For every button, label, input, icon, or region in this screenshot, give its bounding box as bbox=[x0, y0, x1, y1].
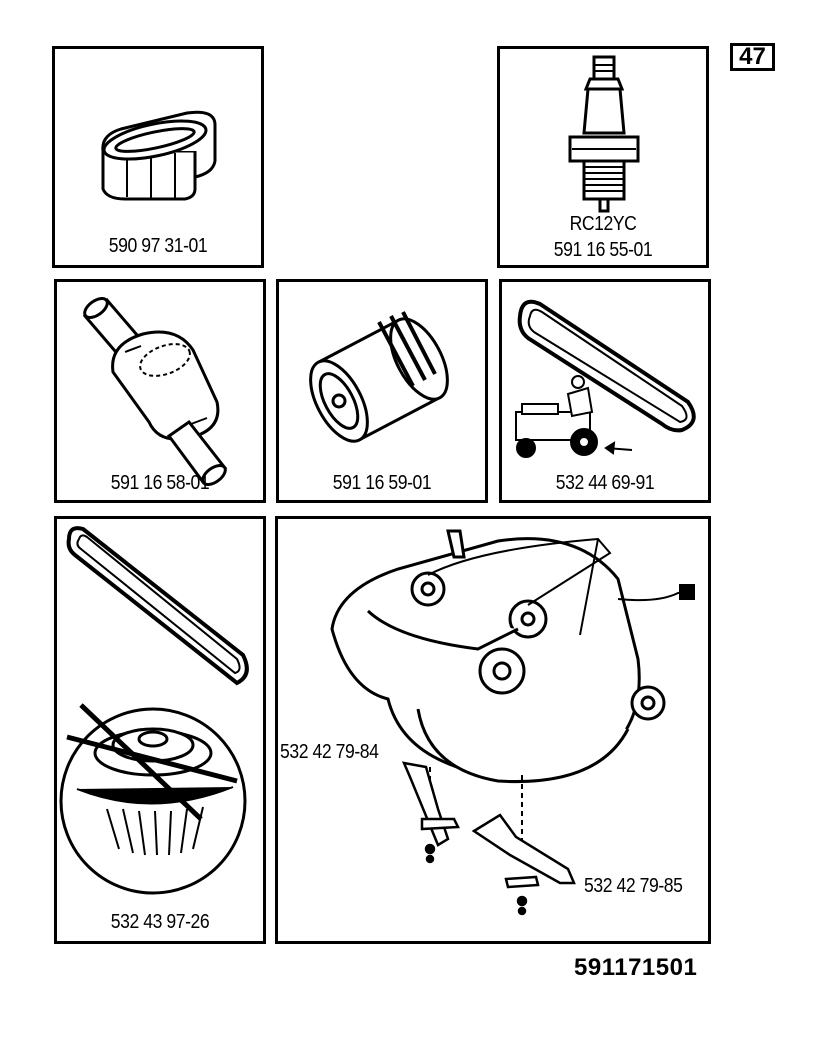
belt-pulley-icon bbox=[59, 526, 249, 895]
part-number-label: 591 16 55-01 bbox=[553, 239, 653, 261]
part-number-label: 591 16 58-01 bbox=[110, 472, 210, 494]
part-number-label: 532 44 69-91 bbox=[555, 472, 655, 494]
part-box-air-filter: 590 97 31-01 bbox=[52, 46, 264, 268]
blade-left-icon bbox=[401, 761, 460, 864]
part-box-mower-deck: 532 42 79-84 532 42 79-85 bbox=[275, 516, 711, 944]
oil-filter-icon bbox=[309, 311, 449, 443]
part-box-drive-belt: 532 44 69-91 bbox=[499, 279, 711, 503]
part-box-fuel-filter: 591 16 58-01 bbox=[54, 279, 266, 503]
blade-right-part-number: 532 42 79-85 bbox=[584, 875, 683, 897]
part-box-oil-filter: 591 16 59-01 bbox=[276, 279, 488, 503]
page-number-badge: 47 bbox=[730, 43, 775, 71]
air-filter-icon bbox=[101, 110, 217, 201]
spark-plug-icon bbox=[568, 55, 640, 213]
fuel-filter-icon bbox=[82, 296, 228, 487]
document-number: 591171501 bbox=[574, 954, 698, 981]
part-number-label: 591 16 59-01 bbox=[332, 472, 432, 494]
part-box-deck-belt-pulley: 532 43 97-26 bbox=[54, 516, 266, 944]
spark-plug-type-label: RC12YC bbox=[569, 213, 637, 235]
blade-right-icon bbox=[471, 813, 576, 916]
part-box-spark-plug: RC12YC 591 16 55-01 bbox=[497, 46, 709, 268]
tractor-icon bbox=[515, 375, 598, 458]
drive-belt-icon bbox=[515, 299, 696, 458]
part-number-label: 590 97 31-01 bbox=[108, 235, 208, 257]
mower-deck-icon bbox=[330, 529, 695, 916]
part-number-label: 532 43 97-26 bbox=[110, 911, 210, 933]
blade-left-part-number: 532 42 79-84 bbox=[280, 741, 379, 763]
